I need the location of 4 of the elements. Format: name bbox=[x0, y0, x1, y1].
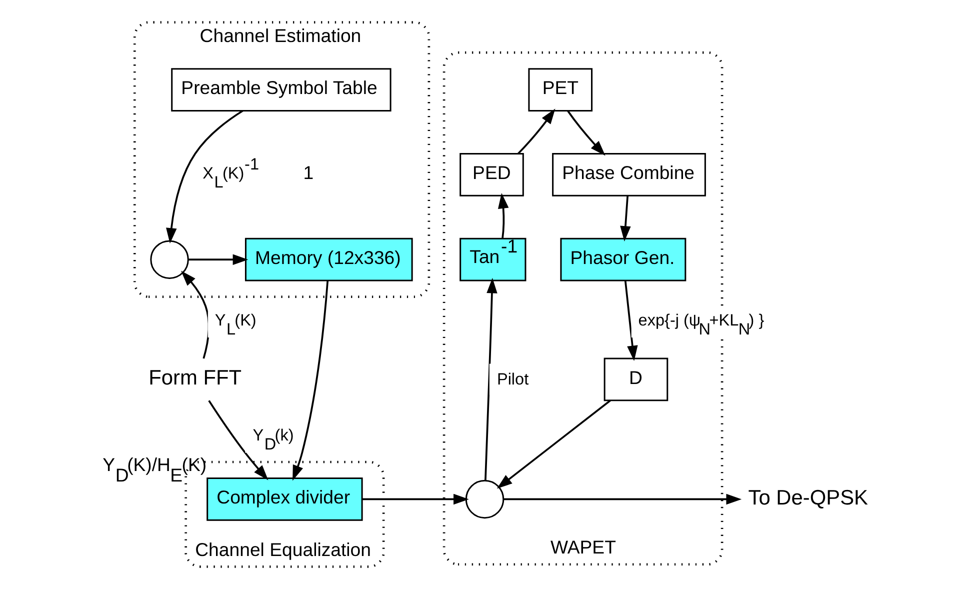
node-text: To De-QPSK bbox=[748, 486, 868, 510]
node-text: Form FFT bbox=[148, 366, 242, 390]
label: 1 bbox=[302, 162, 314, 184]
edge-label: Pilot bbox=[496, 370, 528, 388]
